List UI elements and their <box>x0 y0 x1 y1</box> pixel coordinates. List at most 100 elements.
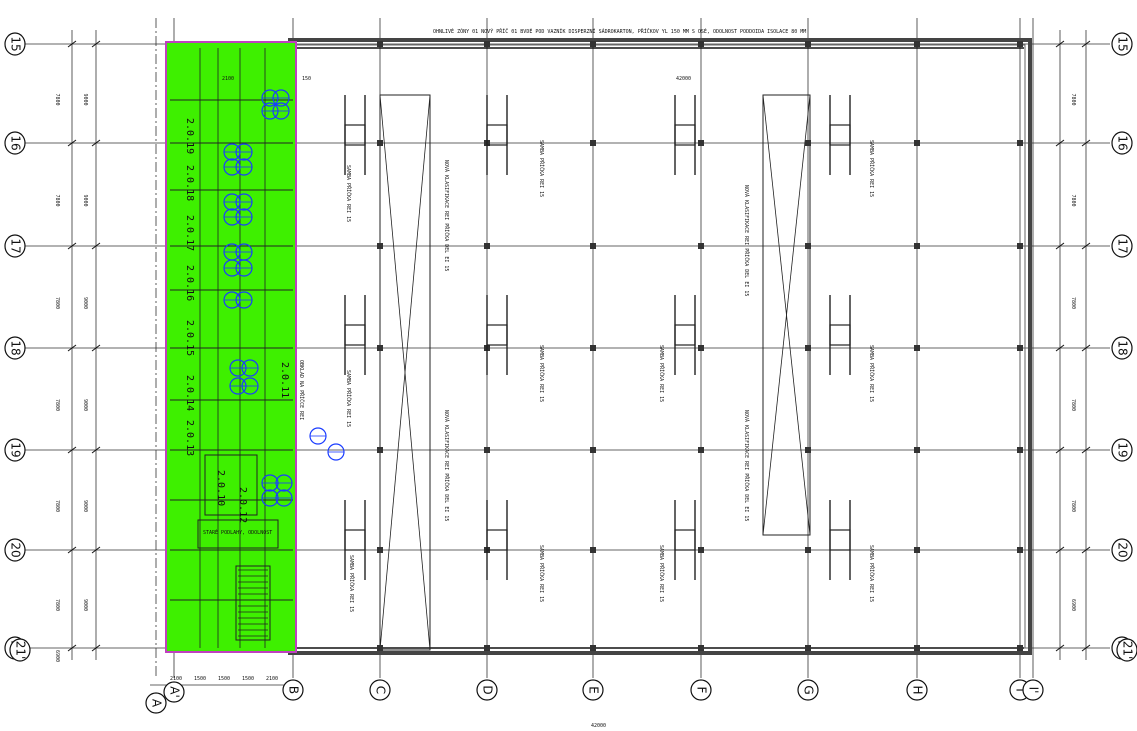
frame-note: SAMBA PŘÍČKA REI 15 <box>345 370 353 427</box>
grid-bubble-col <box>797 679 819 701</box>
grid-label-row: 21' <box>1121 641 1135 660</box>
dimension-text: 9000 <box>82 94 88 106</box>
room-number: 2.0.17 <box>184 215 195 251</box>
column-post <box>484 41 490 47</box>
dimension-tick <box>1081 40 1091 48</box>
grid-label-row: 20 <box>9 542 23 557</box>
grid-label-col: I <box>1014 688 1028 692</box>
column-post <box>698 140 704 146</box>
frame-box <box>829 324 851 346</box>
column-post <box>914 345 920 351</box>
dimension-text: 1500 <box>194 676 206 682</box>
column-post <box>1017 243 1023 249</box>
dimension-text: 7800 <box>54 195 60 207</box>
column-post <box>698 41 704 47</box>
dimension-text: 9000 <box>82 297 88 309</box>
column-post <box>805 447 811 453</box>
hatch-note: OBKLAD NA PŘÍČCE REI <box>298 360 306 420</box>
dimension-text: 7800 <box>1070 297 1076 309</box>
column-post <box>484 447 490 453</box>
column-post <box>590 345 596 351</box>
column-post <box>1017 41 1023 47</box>
dimension-tick <box>1055 546 1065 554</box>
grid-bubble-col <box>476 679 498 701</box>
dimension-text: 7800 <box>54 599 60 611</box>
grid-label-col: B <box>287 686 301 694</box>
column-post <box>914 447 920 453</box>
shaft-brace <box>762 94 811 536</box>
grid-bubble-row <box>4 131 26 155</box>
grid-bubble-col <box>906 679 928 701</box>
frame-note: SAMBA PŘÍČKA REI 15 <box>658 345 666 402</box>
column-post <box>914 243 920 249</box>
grid-bubble-col <box>690 679 712 701</box>
dimension-tick <box>67 242 77 250</box>
column-post <box>805 547 811 553</box>
room-number: 2.0.19 <box>184 118 195 154</box>
dimension-tick <box>1081 644 1091 652</box>
grid-label-row: 19 <box>9 442 23 457</box>
dimension-tick <box>1055 446 1065 454</box>
column-post <box>590 547 596 553</box>
grid-label-col: H <box>911 685 925 694</box>
dimension-tick <box>1081 546 1091 554</box>
room-number: 2.0.12 <box>237 487 248 523</box>
room-box <box>204 454 258 516</box>
shaft-frame <box>379 94 431 651</box>
column-post <box>1017 345 1023 351</box>
room-number: 2.0.13 <box>184 420 195 456</box>
dimension-tick <box>91 446 101 454</box>
dimension-text: 7800 <box>54 94 60 106</box>
grid-bubble-row <box>4 32 26 56</box>
grid-bubble-row <box>1116 638 1137 662</box>
room-number: 2.0.14 <box>184 375 195 411</box>
dimension-text: 7800 <box>54 399 60 411</box>
dimension-tick <box>91 40 101 48</box>
room-number: 2.0.18 <box>184 165 195 201</box>
grid-label-row: 16 <box>1116 135 1130 150</box>
column-post <box>377 41 383 47</box>
grid-bubble-col <box>282 679 304 701</box>
frame-box <box>344 529 366 551</box>
dimension-tick <box>67 139 77 147</box>
vertical-note: NOVÁ KLASIFIKACE REI PŘÍČKA DEL EI 15 <box>443 410 451 521</box>
header-note: OHNLIVÉ ZÓNY 01 NOVÝ PŘÍČ 01 BVDÉ POD VA… <box>433 27 806 35</box>
shaft-brace <box>379 94 431 651</box>
grid-label-col: A <box>150 699 164 708</box>
column-post <box>590 447 596 453</box>
dimension-text: 150 <box>302 76 311 82</box>
frame-box <box>829 124 851 146</box>
column-post <box>805 41 811 47</box>
column-post <box>590 140 596 146</box>
dimension-text: 7800 <box>1070 94 1076 106</box>
dimension-text: 7800 <box>1070 500 1076 512</box>
dimension-tick <box>1055 242 1065 250</box>
frame-box <box>674 529 696 551</box>
dimension-tick <box>91 644 101 652</box>
frame-note: SAMBA PŘÍČKA REI 15 <box>538 545 546 602</box>
dimension-tick <box>1055 644 1065 652</box>
grid-label-row: 15 <box>1116 36 1130 51</box>
column-post <box>698 345 704 351</box>
grid-label-col: F <box>695 687 709 694</box>
column-post <box>377 447 383 453</box>
grid-label-row: 18 <box>9 340 23 355</box>
shaft-frame <box>762 94 811 536</box>
dimension-tick <box>1055 344 1065 352</box>
column-post <box>698 645 704 651</box>
room-number: 2.0.10 <box>215 470 226 506</box>
dimension-text: 7800 <box>1070 399 1076 411</box>
column-post <box>377 547 383 553</box>
dimension-text: 1500 <box>218 676 230 682</box>
column-post <box>590 243 596 249</box>
frame-box <box>344 124 366 146</box>
blue-circle-markers <box>223 89 345 507</box>
grid-label-col: I' <box>1027 687 1041 694</box>
vertical-note: NOVÁ KLASIFIKACE REI PŘÍČKA DEL EI 15 <box>743 185 751 296</box>
grid-bubble-row <box>4 438 26 462</box>
dimension-tick <box>1055 40 1065 48</box>
column-post <box>1017 645 1023 651</box>
dimension-tick <box>91 546 101 554</box>
grid-bubble-col <box>1022 679 1044 701</box>
grid-bubble-row <box>1111 438 1133 462</box>
